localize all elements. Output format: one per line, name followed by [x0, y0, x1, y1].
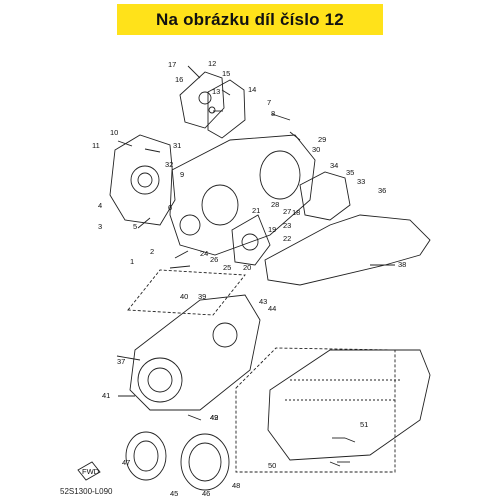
callout-44: 44 — [268, 304, 276, 313]
callout-29: 29 — [318, 135, 326, 144]
callout-36: 36 — [378, 186, 386, 195]
part-number-banner: Na obrázku díl číslo 12 — [117, 4, 383, 35]
fwd-arrow-icon: FWD — [77, 461, 101, 481]
callout-24: 24 — [200, 249, 208, 258]
callout-11: 11 — [92, 141, 100, 150]
cover-plate-20 — [231, 214, 271, 266]
callout-18: 18 — [292, 208, 300, 217]
callout-2: 2 — [150, 247, 154, 256]
callout-labels: 1 2 3 4 5 6 7 8 9 10 11 12 13 14 15 16 1… — [92, 59, 406, 498]
callout-32: 32 — [165, 160, 173, 169]
callout-47: 47 — [122, 458, 130, 467]
callout-26: 26 — [210, 255, 218, 264]
callout-21: 21 — [252, 206, 260, 215]
callout-46: 46 — [202, 489, 210, 498]
crankcase-main — [169, 134, 316, 256]
callout-20: 20 — [243, 263, 251, 272]
callout-22: 22 — [283, 234, 291, 243]
diagram-code: 52S1300-L090 — [60, 487, 113, 496]
callout-37: 37 — [117, 357, 125, 366]
callout-box-lower — [235, 347, 396, 473]
callout-3: 3 — [98, 222, 102, 231]
air-filter-47 — [125, 431, 167, 481]
callout-9: 9 — [180, 170, 184, 179]
callout-35: 35 — [346, 168, 354, 177]
callout-33: 33 — [357, 177, 365, 186]
callout-1: 1 — [130, 257, 134, 266]
gasket-38 — [264, 214, 431, 286]
callout-50: 50 — [268, 461, 276, 470]
callout-45: 45 — [170, 489, 178, 498]
callout-7: 7 — [267, 98, 271, 107]
gasket-14 — [207, 79, 246, 139]
fwd-label: FWD — [82, 467, 100, 476]
callout-38: 38 — [398, 260, 406, 269]
outer-cover-50 — [267, 349, 431, 461]
callout-34: 34 — [330, 161, 338, 170]
callout-12: 12 — [208, 59, 216, 68]
callout-10: 10 — [110, 128, 118, 137]
cover-34 — [299, 171, 351, 221]
callout-27: 27 — [283, 207, 291, 216]
gear-cover-plate — [179, 71, 225, 129]
crankcase-cover-37 — [129, 294, 261, 411]
callout-14: 14 — [248, 85, 256, 94]
callout-4: 4 — [98, 201, 102, 210]
callout-6: 6 — [168, 203, 172, 212]
callout-16: 16 — [175, 75, 183, 84]
callout-39: 39 — [198, 292, 206, 301]
banner-text: Na obrázku díl číslo 12 — [156, 9, 344, 29]
callout-51: 51 — [360, 420, 368, 429]
callout-8: 8 — [271, 109, 275, 118]
callout-box-upper — [127, 269, 246, 316]
crankcase-left — [109, 134, 176, 226]
callout-48: 48 — [232, 481, 240, 490]
callout-17: 17 — [168, 60, 176, 69]
callout-5: 5 — [133, 222, 137, 231]
callout-15: 15 — [222, 69, 230, 78]
callout-43: 43 — [259, 297, 267, 306]
callout-49: 49 — [210, 413, 218, 422]
filter-cover-46 — [180, 433, 230, 491]
callout-42: 42 — [210, 413, 218, 422]
callout-25: 25 — [223, 263, 231, 272]
callout-23: 23 — [283, 221, 291, 230]
callout-40: 40 — [180, 292, 188, 301]
callout-28: 28 — [271, 200, 279, 209]
callout-30: 30 — [312, 145, 320, 154]
callout-13: 13 — [212, 87, 220, 96]
callout-41: 41 — [102, 391, 110, 400]
callout-19: 19 — [268, 225, 276, 234]
callout-31: 31 — [173, 141, 181, 150]
